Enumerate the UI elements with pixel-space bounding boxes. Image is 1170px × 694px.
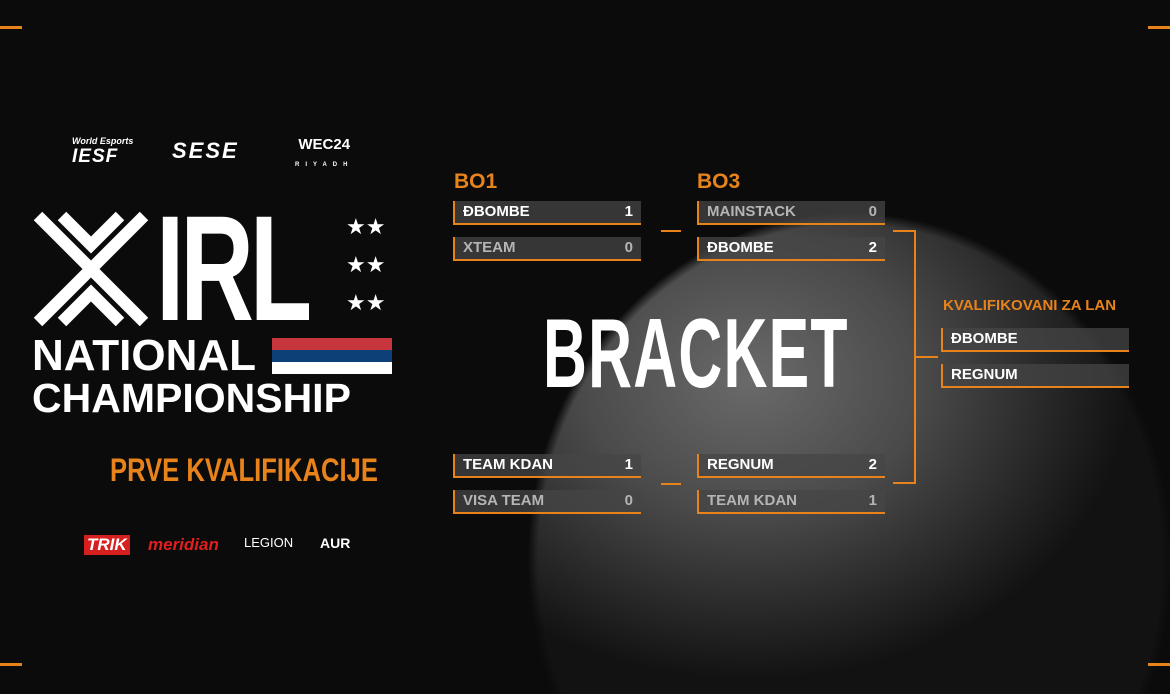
qualified-team: REGNUM [941, 364, 1129, 388]
connector-line [661, 483, 681, 485]
bracket-title: BRACKET [543, 298, 849, 408]
qualified-label: KVALIFIKOVANI ZA LAN [943, 297, 1117, 314]
serbian-flag [272, 338, 392, 374]
sponsor-trik: TRIK [84, 535, 130, 555]
corner-mark [1148, 663, 1170, 666]
sese-logo: SESE [172, 138, 239, 163]
qualified-team: ĐBOMBE [941, 328, 1129, 352]
bo1-label: BO1 [454, 170, 498, 193]
corner-mark [0, 26, 22, 29]
connector-line [661, 230, 681, 232]
connector-line [914, 230, 916, 484]
connector-line [893, 482, 916, 484]
connector-line [916, 356, 938, 358]
corner-mark [1148, 26, 1170, 29]
sponsor-aur: AUR [320, 535, 351, 551]
irl-x-emblem [32, 210, 150, 328]
irl-logo-text: IRL [156, 184, 312, 352]
bo3-label: BO3 [697, 170, 741, 193]
event-subtitle: PRVE KVALIFIKACIJE [110, 452, 378, 488]
sponsor-legion: LEGION [244, 535, 294, 550]
corner-mark [0, 663, 22, 666]
sponsor-meridian: meridian [148, 535, 219, 554]
connector-line [893, 230, 916, 232]
stars-icon: ★★★★★★ [346, 214, 386, 315]
event-line1: NATIONAL [32, 331, 257, 380]
event-line2: CHAMPIONSHIP [32, 375, 351, 421]
